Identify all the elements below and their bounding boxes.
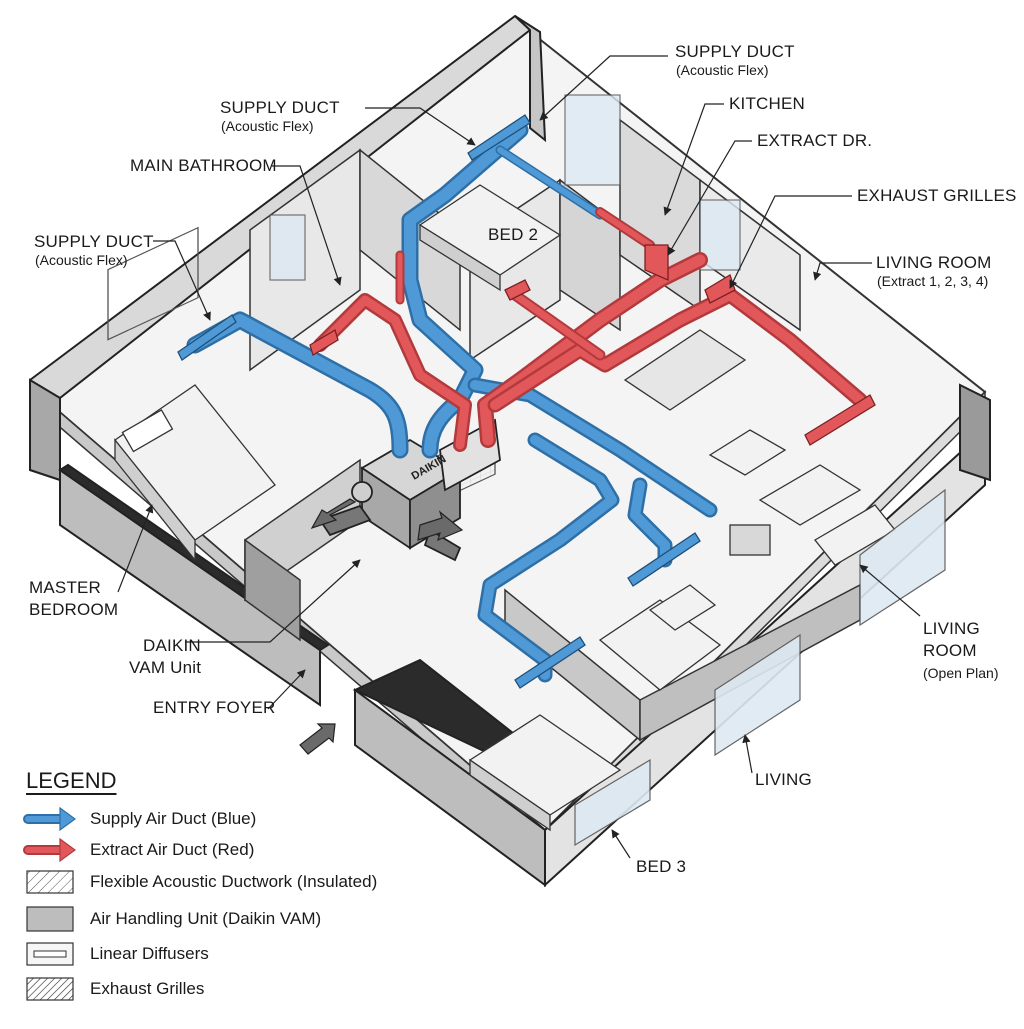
legend-item-label: Air Handling Unit (Daikin VAM) xyxy=(90,909,322,928)
extract-ducts xyxy=(313,207,868,452)
supply-ducts xyxy=(186,121,718,683)
daikin-label-line2: VAM Unit xyxy=(129,658,202,677)
hatched-box-icon xyxy=(26,870,74,894)
flow-arrows xyxy=(299,498,464,755)
legend-item-label: Flexible Acoustic Ductwork (Insulated) xyxy=(90,872,378,891)
living-furniture xyxy=(598,329,896,691)
legend-item-air-handling-unit: Air Handling Unit (Daikin VAM) xyxy=(90,906,321,932)
living-label: LIVING xyxy=(755,770,812,789)
legend-item-label: Extract Air Duct (Red) xyxy=(90,840,255,859)
entry-foyer-label: ENTRY FOYER xyxy=(153,698,276,717)
linear-diffusers xyxy=(177,114,701,689)
legend-item-supply: Supply Air Duct (Blue) xyxy=(90,806,256,832)
legend-item-label: Linear Diffusers xyxy=(90,944,209,963)
living-room-top-sublabel: (Extract 1, 2, 3, 4) xyxy=(877,273,989,289)
diffuser-icon xyxy=(26,942,74,966)
legend-item-extract: Extract Air Duct (Red) xyxy=(90,837,254,863)
living-room-top-label: LIVING ROOM xyxy=(876,253,992,272)
legend-swatches xyxy=(23,806,77,1001)
supply-duct-top-sublabel: (Acoustic Flex) xyxy=(676,62,769,78)
exhaust-grilles xyxy=(309,244,876,446)
extract-duct-bathroom xyxy=(313,250,472,452)
supply-duct-mid-label: SUPPLY DUCT xyxy=(220,98,340,117)
living-room-right-sublabel: (Open Plan) xyxy=(923,665,999,681)
red-arrow-icon xyxy=(23,837,77,863)
extract-dr-label: EXTRACT DR. xyxy=(757,131,873,150)
bed2-bed xyxy=(418,184,562,292)
master-bed xyxy=(107,226,276,562)
supply-duct-left-label: SUPPLY DUCT xyxy=(34,232,154,251)
bed3-label: BED 3 xyxy=(636,857,687,876)
supply-duct-left-sublabel: (Acoustic Flex) xyxy=(35,252,128,268)
legend-title: LEGEND xyxy=(26,768,117,793)
legend-item-label: Supply Air Duct (Blue) xyxy=(90,809,257,828)
legend-item-exhaust-grilles: Exhaust Grilles xyxy=(90,976,204,1002)
supply-duct-mid-sublabel: (Acoustic Flex) xyxy=(221,118,314,134)
legend-item-flexible-ductwork: Flexible Acoustic Ductwork (Insulated) xyxy=(90,869,377,895)
living-room-right-label-line2: ROOM xyxy=(923,641,977,660)
legend-item-label: Exhaust Grilles xyxy=(90,979,205,998)
windows xyxy=(269,94,946,847)
blue-arrow-icon xyxy=(23,806,77,832)
callout-leaders xyxy=(117,55,921,859)
supply-duct-bed3 xyxy=(477,432,620,683)
bed2-label: BED 2 xyxy=(488,225,539,244)
master-bedroom-label-line1: MASTER xyxy=(29,578,102,597)
living-room-right-label-line1: LIVING xyxy=(923,619,980,638)
master-bedroom-label-line2: BEDROOM xyxy=(29,600,119,619)
grille-icon xyxy=(26,977,74,1001)
extract-duct-living xyxy=(487,287,868,413)
main-bathroom-label: MAIN BATHROOM xyxy=(130,156,277,175)
daikin-label-line1: DAIKIN xyxy=(143,636,201,655)
supply-duct-master xyxy=(186,311,409,459)
supply-duct-bed2 xyxy=(401,121,605,459)
exhaust-grilles-label: EXHAUST GRILLES xyxy=(857,186,1017,205)
kitchen-label: KITCHEN xyxy=(729,94,806,113)
supply-duct-top-label: SUPPLY DUCT xyxy=(675,42,795,61)
grey-box-icon xyxy=(26,906,74,932)
legend-item-linear-diffusers: Linear Diffusers xyxy=(90,941,209,967)
